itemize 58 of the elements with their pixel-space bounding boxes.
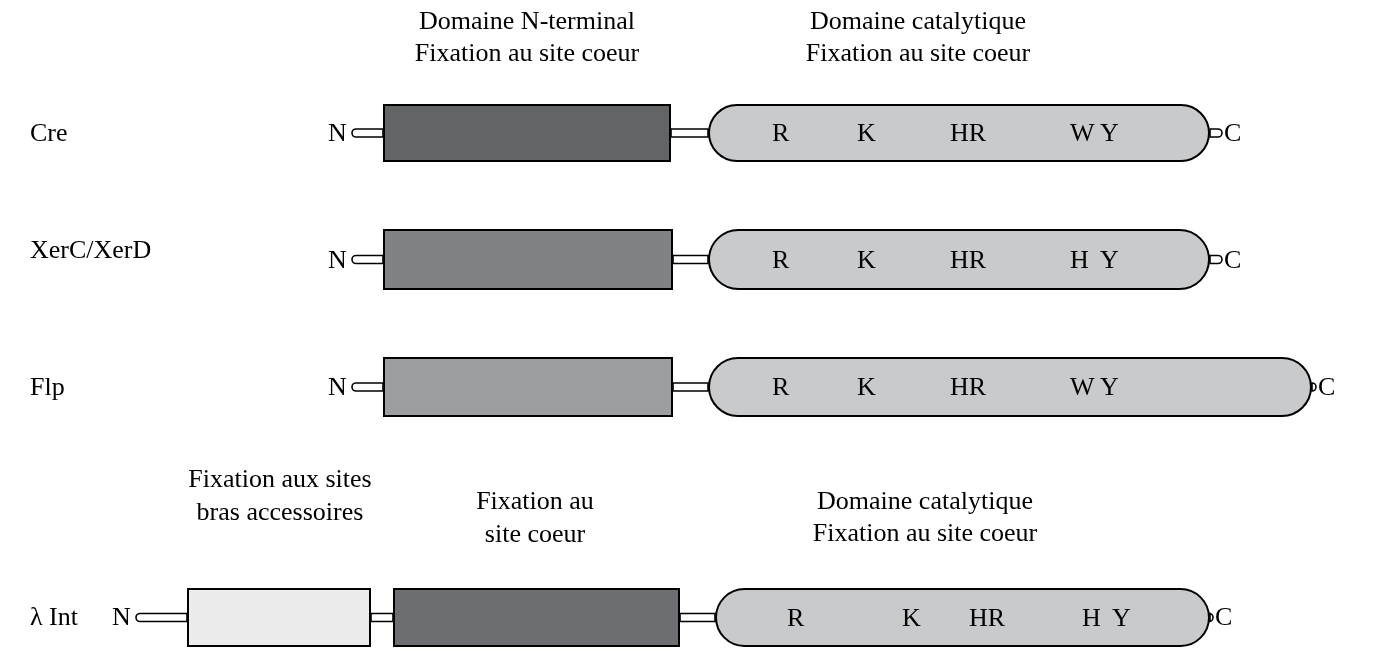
- residue-label: Y: [1100, 244, 1119, 275]
- residue-label: R: [772, 118, 790, 148]
- terminus-label: C: [1318, 372, 1336, 402]
- residue-label: HR: [950, 244, 987, 275]
- terminus-label: N: [328, 372, 347, 402]
- linker: [1209, 254, 1223, 265]
- domain-box: [383, 357, 673, 417]
- domain-box: [383, 104, 671, 162]
- catalytic-domain: [708, 229, 1210, 290]
- residue-label: R: [772, 244, 790, 275]
- catalytic-domain: [708, 104, 1210, 162]
- domain-heading: Domaine catalytique: [816, 485, 1034, 517]
- residue-label: K: [857, 372, 876, 402]
- domain-heading: Fixation au site coeur: [811, 517, 1039, 549]
- domain-heading: Fixation au site coeur: [413, 37, 641, 69]
- residue-label: HR: [969, 602, 1006, 633]
- terminus-label: C: [1224, 245, 1242, 275]
- linker: [670, 128, 709, 138]
- residue-label: Y: [1100, 118, 1119, 148]
- catalytic-domain: [708, 357, 1312, 417]
- domain-heading: Domaine N-terminal: [418, 5, 636, 37]
- linker: [135, 612, 188, 623]
- linker: [351, 254, 384, 265]
- residue-label: Y: [1112, 602, 1131, 633]
- terminus-label: N: [112, 602, 131, 632]
- terminus-label: C: [1215, 602, 1233, 632]
- residue-label: K: [857, 244, 876, 275]
- linker: [679, 612, 716, 623]
- residue-label: HR: [950, 118, 987, 148]
- residue-label: Y: [1100, 372, 1119, 402]
- terminus-label: C: [1224, 118, 1242, 148]
- residue-label: HR: [950, 372, 987, 402]
- protein-name: Cre: [30, 118, 68, 148]
- residue-label: K: [857, 118, 876, 148]
- domain-heading: Fixation aux sites bras accessoires: [187, 463, 373, 528]
- residue-label: H: [1070, 244, 1089, 275]
- terminus-label: N: [328, 245, 347, 275]
- protein-name: XerC/XerD: [30, 235, 152, 265]
- domain-heading: Fixation au site coeur: [475, 485, 595, 550]
- protein-name: λ Int: [30, 602, 78, 632]
- residue-label: K: [902, 602, 921, 633]
- domain-box: [383, 229, 673, 290]
- linker: [672, 254, 709, 265]
- terminus-label: N: [328, 118, 347, 148]
- protein-name: Flp: [30, 372, 65, 402]
- linker: [1209, 128, 1223, 138]
- linker: [351, 382, 384, 392]
- domain-box: [187, 588, 371, 647]
- residue-label: R: [772, 372, 790, 402]
- residue-label: W: [1070, 372, 1095, 402]
- residue-label: R: [787, 602, 805, 633]
- residue-label: W: [1070, 118, 1095, 148]
- residue-label: H: [1082, 602, 1101, 633]
- domain-heading: Domaine catalytique: [809, 5, 1027, 37]
- domain-box: [393, 588, 680, 647]
- linker: [672, 382, 709, 392]
- domain-heading: Fixation au site coeur: [804, 37, 1032, 69]
- linker: [351, 128, 384, 138]
